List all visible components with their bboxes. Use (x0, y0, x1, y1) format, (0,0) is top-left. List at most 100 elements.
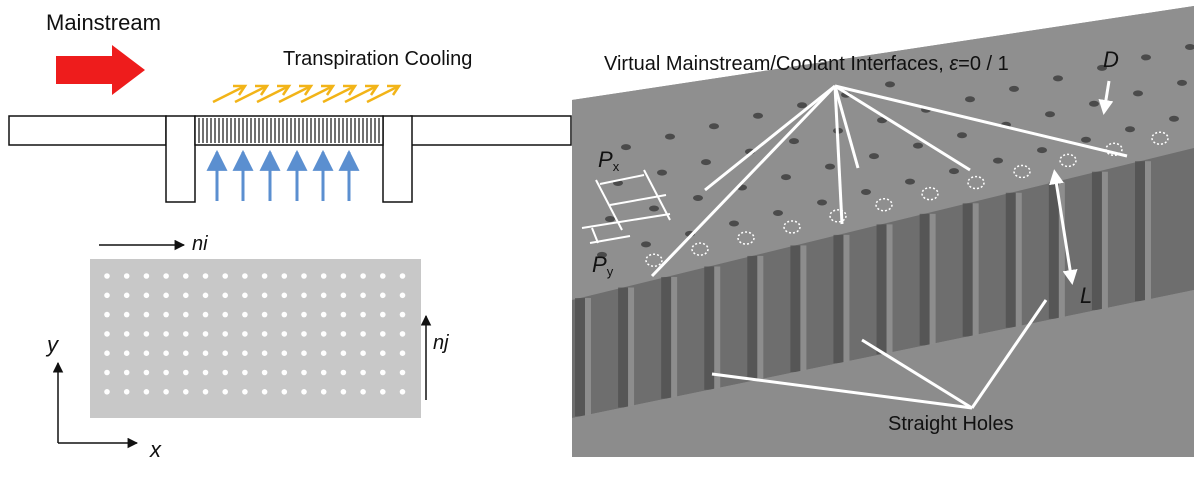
hole-dot (261, 292, 268, 299)
mainstream-arrow-icon (56, 45, 145, 95)
hole-dot (261, 273, 268, 279)
hole-dot (301, 350, 307, 357)
hole-dot (340, 350, 347, 357)
interface-circle (783, 220, 801, 234)
surface-hole (1045, 111, 1055, 118)
hole-dot (123, 350, 130, 357)
hole-dot (320, 350, 327, 357)
left-schematic (8, 45, 572, 449)
ridge-highlight (1015, 192, 1022, 328)
ridge-highlight (800, 245, 807, 373)
d-label: D (1103, 47, 1119, 72)
hole-dot (183, 311, 189, 318)
hole-dot (301, 292, 307, 299)
surface-hole (649, 205, 659, 212)
slanted-arrow-icon (344, 84, 380, 104)
hole-dot (123, 369, 130, 376)
surface-hole (869, 153, 879, 160)
d-arrow-icon (1098, 80, 1114, 115)
hole-dot (360, 311, 366, 318)
hole-ridge (618, 287, 629, 408)
hole-dot (104, 292, 110, 299)
right-duct (410, 115, 572, 146)
hole-dot (261, 389, 268, 395)
x-axis-label: x (150, 437, 161, 462)
straight-holes-label: Straight Holes (888, 413, 1014, 435)
interface-circle (1151, 131, 1169, 145)
hole-dot (261, 369, 268, 376)
hole-dot (399, 369, 406, 376)
surface-hole (1141, 54, 1151, 61)
py-main: P (592, 252, 607, 277)
hole-ridge (1091, 171, 1102, 310)
hole-dot (222, 311, 228, 318)
hole-dot (261, 331, 268, 337)
slanted-arrow-icon (256, 84, 292, 104)
hole-dot (222, 273, 228, 279)
transpiration-label: Transpiration Cooling (283, 48, 473, 70)
hole-dot (320, 331, 327, 337)
hole-dot (123, 331, 130, 337)
holes-pointers (711, 299, 1048, 410)
interface-circle (645, 253, 663, 267)
hole-dot (281, 311, 288, 318)
surface-hole (773, 209, 783, 216)
hole-dot (340, 331, 347, 337)
hole-dot (399, 292, 406, 299)
hole-ridge (833, 234, 844, 364)
hole-dot (242, 369, 248, 376)
px-main: P (598, 147, 613, 172)
hole-ridge (1048, 182, 1059, 319)
hole-dot (340, 311, 347, 318)
hole-dot (104, 331, 110, 337)
hole-dot (143, 311, 150, 318)
hole-dot (380, 350, 386, 357)
ridge-highlight (671, 276, 678, 399)
interface-circle (1105, 142, 1123, 157)
surface-hole (781, 174, 791, 181)
py-sub: y (606, 264, 614, 279)
hole-dot (222, 350, 228, 357)
interface-epsilon: ε (949, 53, 959, 75)
surface-hole (1097, 64, 1107, 71)
hole-dot (360, 369, 366, 376)
hole-dot (183, 350, 189, 357)
hole-ridge (661, 276, 672, 399)
hole-dot (360, 292, 366, 299)
px-sub: x (612, 159, 620, 174)
hole-dot (380, 389, 386, 395)
top-surface (572, 6, 1194, 300)
porous-plate (194, 115, 384, 146)
hole-dot (183, 331, 189, 337)
slanted-arrow-icon (278, 84, 314, 104)
hole-dot (202, 369, 209, 376)
hole-ridge (790, 245, 801, 373)
hole-dot (320, 273, 327, 279)
hole-dot (320, 311, 327, 318)
hole-grid (104, 273, 406, 395)
hole-dot (281, 350, 288, 357)
hole-dot (360, 389, 366, 395)
interface-circle (737, 231, 755, 245)
mainstream-label: Mainstream (46, 10, 161, 35)
hole-dot (163, 292, 169, 299)
ridge-highlight (757, 255, 764, 381)
l-label: L (1080, 283, 1093, 308)
surface-hole (709, 123, 719, 130)
hole-ridge (1005, 192, 1016, 328)
hole-dot (380, 273, 386, 279)
hole-dot (399, 311, 406, 318)
transpiration-arrows (212, 84, 402, 104)
hole-dot (222, 331, 228, 337)
interface-circle (691, 242, 709, 256)
hole-dot (281, 369, 288, 376)
hole-dot (399, 350, 406, 357)
surface-hole (641, 241, 651, 248)
hole-dot (380, 311, 386, 318)
hole-dot (380, 292, 386, 299)
interface-label: Virtual Mainstream/Coolant Interfaces, ε… (604, 53, 1009, 76)
interface-circle (875, 198, 893, 212)
hole-dot (281, 273, 288, 279)
hole-dot (183, 389, 189, 395)
hole-ridge (575, 298, 585, 417)
